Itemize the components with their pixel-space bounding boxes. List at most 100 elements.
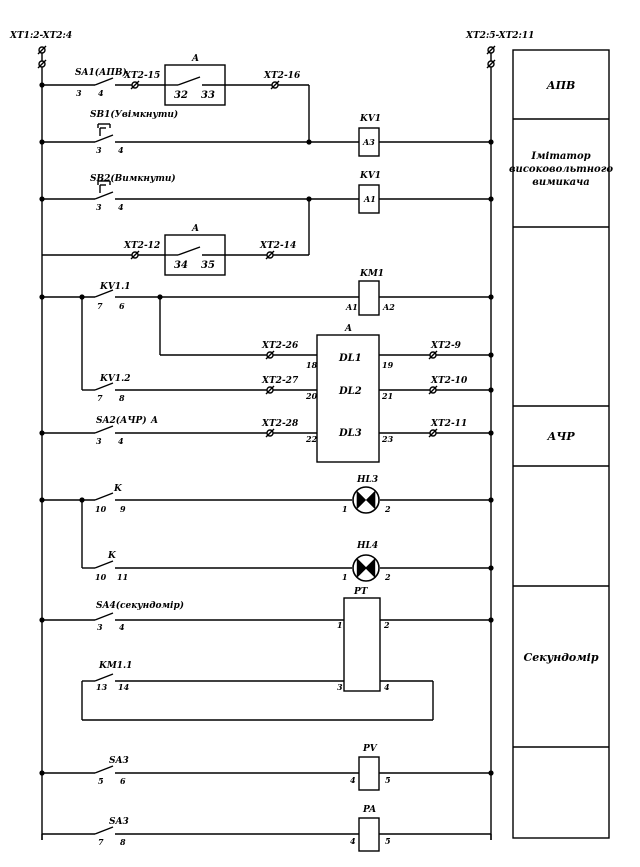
pv-pin-5: 5 [385, 775, 391, 785]
left-terminal-label: XT1:2-XT2:4 [9, 31, 72, 41]
k-hl3-pin-a: 10 [95, 504, 107, 514]
right-terminal-symbols [486, 45, 496, 69]
hl4-pin-1: 1 [342, 572, 348, 582]
sa2-pin-a: 3 [96, 436, 102, 446]
hl4-lamp-icon [352, 554, 380, 582]
sb2-pin-a: 3 [96, 202, 102, 212]
row-k-hl3 [39, 492, 494, 568]
sb1-pin-a: 3 [96, 145, 102, 155]
pt-block-label: PT [353, 587, 369, 597]
sa2-note: A [150, 416, 158, 426]
sa4-pin-b: 4 [119, 622, 125, 632]
row-sa4-pt [39, 597, 494, 692]
kv1-coil-a3-label: KV1 [359, 114, 381, 124]
kv1-1-pin-a: 7 [97, 301, 103, 311]
sa3-pa-pin-a: 7 [98, 837, 104, 847]
dl1-out-pin: 19 [382, 360, 394, 370]
side-label-imitator-3: вимикача [532, 177, 590, 188]
dl-block [39, 334, 494, 463]
right-terminal-label: XT2:5-XT2:11 [465, 31, 534, 41]
kv1-pin-a3: A3 [362, 137, 375, 147]
xt2-16-label: XT2-16 [263, 71, 301, 81]
pt-pin-2: 2 [383, 620, 390, 630]
row-k-hl4 [82, 560, 494, 571]
km1-1-pin-a: 13 [96, 682, 108, 692]
xt2-28-label: XT2-28 [261, 419, 299, 429]
km1-coil-label: KM1 [359, 269, 384, 279]
pv-label: PV [362, 744, 378, 754]
row-sa3-pa [41, 817, 492, 852]
block-a-top-label: A [191, 54, 199, 64]
sb1-label: SB1(Увімкнути) [90, 109, 178, 120]
dl1-name: DL1 [338, 353, 362, 364]
sa2-pin-b: 4 [118, 436, 124, 446]
xt2-11-label: XT2-11 [430, 419, 467, 429]
sb1-pin-b: 4 [118, 145, 124, 155]
pa-label: PA [362, 805, 376, 815]
block-a-pin-35: 35 [201, 260, 215, 271]
hl3-pin-1: 1 [342, 504, 348, 514]
hl4-pin-2: 2 [384, 572, 391, 582]
xt2-26-label: XT2-26 [261, 341, 299, 351]
dl3-name: DL3 [338, 428, 362, 439]
xt2-10-label: XT2-10 [430, 376, 468, 386]
side-label-column [512, 49, 610, 839]
block-a-pin-32: 32 [174, 90, 188, 101]
pa-pin-4: 4 [350, 836, 356, 846]
pa-pin-5: 5 [385, 836, 391, 846]
k-hl4-pin-a: 10 [95, 572, 107, 582]
dl3-out-pin: 23 [381, 434, 394, 444]
sa4-pin-a: 3 [97, 622, 103, 632]
pt-pin-1: 1 [337, 620, 343, 630]
block-a-pin-34: 34 [174, 260, 188, 271]
sa3-pv-pin-b: 6 [120, 776, 126, 786]
sa3-pa-label: SA3 [109, 817, 129, 827]
sb2-label: SB2(Вимкнути) [90, 173, 176, 184]
dl2-out-pin: 21 [381, 391, 393, 401]
row-sb1-kv1 [39, 123, 494, 157]
sa3-pa-pin-b: 8 [120, 837, 126, 847]
kv1-2-pin-b: 8 [119, 393, 125, 403]
xt2-27-label: XT2-27 [261, 376, 299, 386]
sa1-pin-b: 4 [98, 88, 104, 98]
km1-pin-a2: A2 [382, 302, 395, 312]
block-a-second-label: A [191, 224, 199, 234]
dl3-in-pin: 22 [305, 434, 318, 444]
k-hl3-label: K [113, 484, 123, 494]
pt-pin-3: 3 [337, 682, 343, 692]
kv1-1-label: KV1.1 [99, 282, 130, 292]
kv1-coil-a1-label: KV1 [359, 171, 381, 181]
row-km1-1-loop [81, 673, 434, 721]
dl2-in-pin: 20 [305, 391, 318, 401]
sa3-pv-label: SA3 [109, 756, 129, 766]
side-label-imitator-1: Імітатор [530, 151, 590, 162]
k-hl4-pin-b: 11 [117, 572, 128, 582]
kv1-pin-a1: A1 [363, 194, 376, 204]
sa3-pv-pin-a: 5 [98, 776, 104, 786]
kv1-2-label: KV1.2 [99, 374, 130, 384]
hl3-pin-2: 2 [384, 504, 391, 514]
hl3-lamp-icon [352, 486, 380, 514]
sa4-label: SA4(секундомір) [96, 600, 184, 611]
side-label-stopwatch: Секундомір [523, 651, 598, 664]
sa1-label: SA1(АПВ) [75, 67, 127, 78]
sa2-label: SA2(АЧР) [96, 415, 147, 426]
row-sa3-pv [39, 756, 494, 791]
pv-pin-4: 4 [350, 775, 356, 785]
row-sb2-kv1 [39, 180, 494, 255]
xt2-9-label: XT2-9 [430, 341, 462, 351]
xt2-14-label: XT2-14 [259, 241, 296, 251]
k-hl3-pin-b: 9 [120, 504, 126, 514]
xt2-12-label: XT2-12 [123, 241, 160, 251]
block-a-pin-33: 33 [201, 90, 215, 101]
side-label-apv: АПВ [546, 79, 576, 92]
xt2-15-label: XT2-15 [123, 71, 160, 81]
km1-pin-a1: A1 [345, 302, 358, 312]
kv1-2-pin-a: 7 [97, 393, 103, 403]
hl4-label: HL4 [356, 541, 378, 551]
kv1-1-pin-b: 6 [119, 301, 125, 311]
row-kv1-1-km1 [39, 280, 494, 390]
k-hl4-label: K [107, 551, 117, 561]
dl-block-label: A [344, 324, 352, 334]
